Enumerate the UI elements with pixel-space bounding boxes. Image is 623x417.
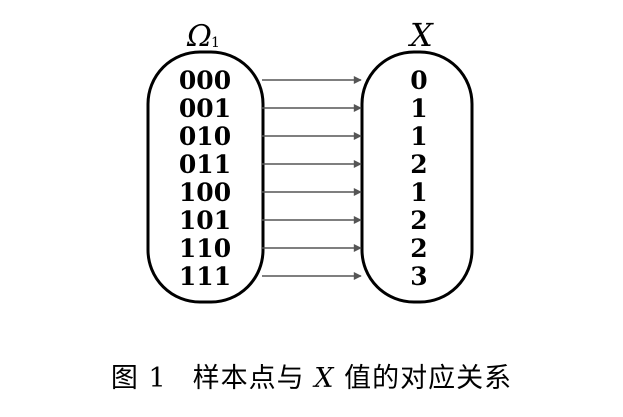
sample-point-101: 101 xyxy=(179,206,231,235)
sample-space-label: Ω xyxy=(186,19,212,54)
caption-spacer-3 xyxy=(335,363,345,394)
value-set-capsule xyxy=(360,50,474,304)
random-variable-label: X xyxy=(407,16,434,54)
x-value-6: 2 xyxy=(410,206,427,235)
sample-point-110: 110 xyxy=(179,234,231,263)
caption-figure-number: 图 1 xyxy=(110,363,167,394)
caption-spacer-2 xyxy=(305,363,315,394)
x-value-4: 2 xyxy=(410,150,427,179)
sample-point-010: 010 xyxy=(179,122,231,151)
x-value-5: 1 xyxy=(410,178,427,207)
x-value-2: 1 xyxy=(410,94,427,123)
caption-variable: X xyxy=(314,363,335,394)
caption-text-before: 样本点与 xyxy=(192,363,305,394)
sample-point-011: 011 xyxy=(179,150,231,179)
sample-space-capsule xyxy=(146,50,265,304)
x-value-1: 0 xyxy=(410,66,427,95)
sample-point-111: 111 xyxy=(179,262,231,291)
x-value-8: 3 xyxy=(410,262,427,291)
figure-caption: 图 1 样本点与 X 值的对应关系 xyxy=(0,356,623,395)
sample-point-100: 100 xyxy=(179,178,231,207)
sample-point-000: 000 xyxy=(179,66,231,95)
sample-space-subscript: 1 xyxy=(211,35,220,51)
caption-text-after: 值的对应关系 xyxy=(344,363,513,394)
x-value-7: 2 xyxy=(410,234,427,263)
x-value-3: 1 xyxy=(410,122,427,151)
sample-point-001: 001 xyxy=(179,94,231,123)
